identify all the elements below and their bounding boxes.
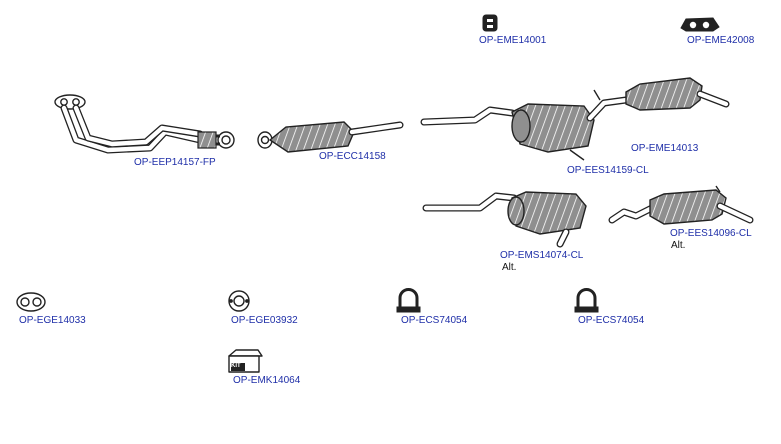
fitting-kit-box-icon[interactable] (228, 349, 263, 373)
part-label-catalyst[interactable]: OP-ECC14158 (319, 151, 386, 162)
twin-gasket-icon[interactable] (16, 292, 46, 312)
centre-rear-silencer-drawing[interactable] (420, 77, 730, 161)
middle-silencer-alt-drawing[interactable] (422, 191, 587, 248)
part-label-rear-mount[interactable]: OP-EME14013 (631, 143, 699, 154)
u-clamp-icon-b[interactable] (574, 288, 599, 313)
part-label-middle-alt[interactable]: OP-EMS14074-CL (500, 250, 584, 261)
rear-silencer-alt-drawing[interactable] (608, 185, 754, 225)
alt-note-middle: Alt. (502, 262, 517, 273)
part-label-clamp-a[interactable]: OP-ECS74054 (401, 315, 468, 326)
rubber-mount-single-icon[interactable] (482, 14, 498, 32)
part-label-ring-gasket[interactable]: OP-EGE03932 (231, 315, 298, 326)
catalyst-drawing[interactable] (257, 121, 404, 153)
u-clamp-icon-a[interactable] (396, 288, 421, 313)
alt-note-rear: Alt. (671, 240, 686, 251)
part-label-clamp-b[interactable]: OP-ECS74054 (578, 315, 645, 326)
rubber-mount-pair-icon[interactable] (680, 17, 720, 32)
part-label-mount-pair[interactable]: OP-EME42008 (687, 35, 755, 46)
front-pipe-drawing[interactable] (54, 94, 235, 154)
part-label-twin-gasket[interactable]: OP-EGE14033 (19, 315, 86, 326)
part-label-mount-single[interactable]: OP-EME14001 (479, 35, 547, 46)
part-label-centre-rear[interactable]: OP-EES14159-CL (567, 165, 649, 176)
ring-gasket-icon[interactable] (228, 290, 250, 312)
part-label-rear-alt[interactable]: OP-EES14096-CL (670, 228, 752, 239)
kit-badge-text: KIT (231, 363, 241, 369)
part-label-fitting-kit[interactable]: OP-EMK14064 (233, 375, 301, 386)
part-label-front-pipe[interactable]: OP-EEP14157-FP (134, 157, 216, 168)
